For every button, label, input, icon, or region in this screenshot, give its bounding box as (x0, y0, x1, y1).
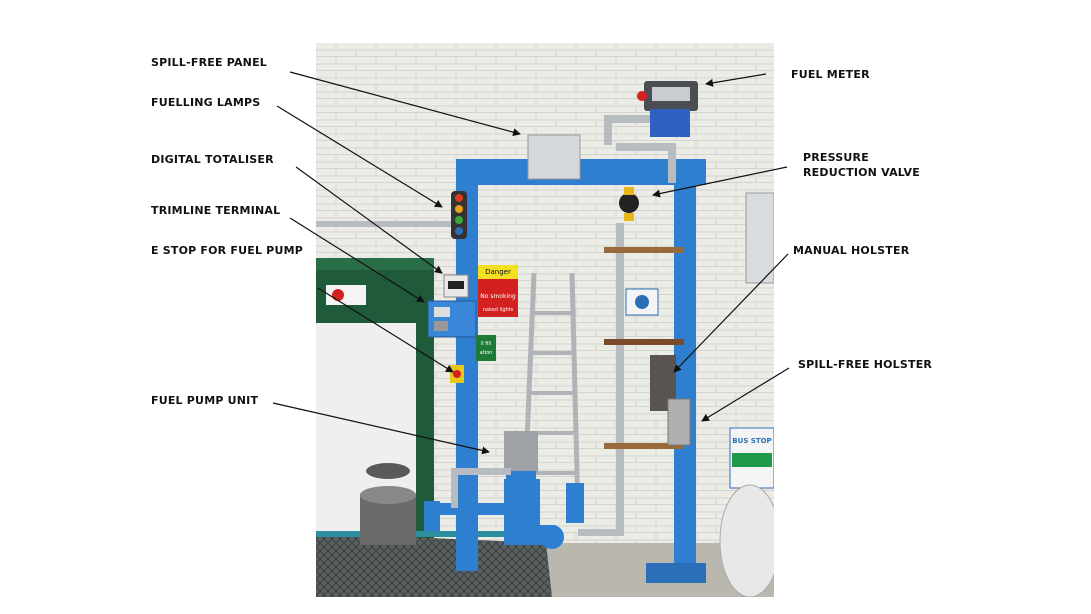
arrow-fuel-meter (705, 73, 767, 87)
arrow-fuelling-lamps (276, 105, 443, 208)
photo-illustration: Danger No smoking naked lights ll fill a… (316, 43, 774, 597)
no-smoking-text: No smoking (480, 293, 516, 300)
label-pressure-line2: REDUCTION VALVE (803, 166, 920, 179)
fuel-meter (637, 81, 698, 137)
bus-stop-text: BUS STOP (732, 437, 771, 445)
spill-free-panel-box (527, 134, 581, 180)
manual-holster (650, 355, 676, 411)
label-pressure-line1: PRESSURE (803, 151, 869, 164)
fuelling-lamps (451, 191, 467, 239)
vertical-pipe (616, 223, 624, 533)
arrow-e-stop (317, 287, 454, 373)
fan-unit (719, 484, 774, 597)
label-fuel-pump-unit: FUEL PUMP UNIT (151, 394, 259, 407)
arrow-trimline-terminal (289, 217, 425, 303)
svg-text:ll fill: ll fill (481, 341, 491, 347)
green-sign (476, 335, 496, 361)
label-spill-free-panel: SPILL-FREE PANEL (151, 56, 267, 69)
label-trimline-terminal: TRIMLINE TERMINAL (151, 204, 281, 217)
fuel-station-photo: Danger No smoking naked lights ll fill a… (316, 43, 774, 597)
label-fuel-meter: FUEL METER (791, 68, 870, 81)
arrow-digital-totaliser (295, 166, 443, 274)
spill-free-holster (667, 398, 691, 446)
arrow-pressure-reduction-valve (652, 166, 788, 198)
danger-text: Danger (485, 268, 511, 276)
label-e-stop: E STOP FOR FUEL PUMP (151, 244, 303, 257)
danger-sign-top (478, 265, 518, 279)
fuel-pump-unit (424, 431, 624, 549)
label-pressure-reduction-valve: PRESSURE REDUCTION VALVE (803, 150, 920, 180)
frame-right-post (674, 159, 696, 579)
arrow-spill-free-panel (289, 71, 521, 137)
label-manual-holster: MANUAL HOLSTER (793, 244, 910, 257)
svg-text:ation: ation (480, 350, 493, 356)
pressure-reduction-valve (619, 187, 639, 221)
frame-top-beam (456, 159, 706, 185)
arrow-spill-free-holster (701, 367, 790, 422)
label-digital-totaliser: DIGITAL TOTALISER (151, 153, 274, 166)
arrow-manual-holster (673, 253, 789, 373)
arrow-fuel-pump-unit (272, 402, 490, 455)
naked-lights-text: naked lights (483, 307, 514, 313)
label-fuelling-lamps: FUELLING LAMPS (151, 96, 261, 109)
danger-sign-bottom (478, 279, 518, 317)
drain-grate (316, 533, 552, 597)
label-spill-free-holster: SPILL-FREE HOLSTER (798, 358, 933, 371)
